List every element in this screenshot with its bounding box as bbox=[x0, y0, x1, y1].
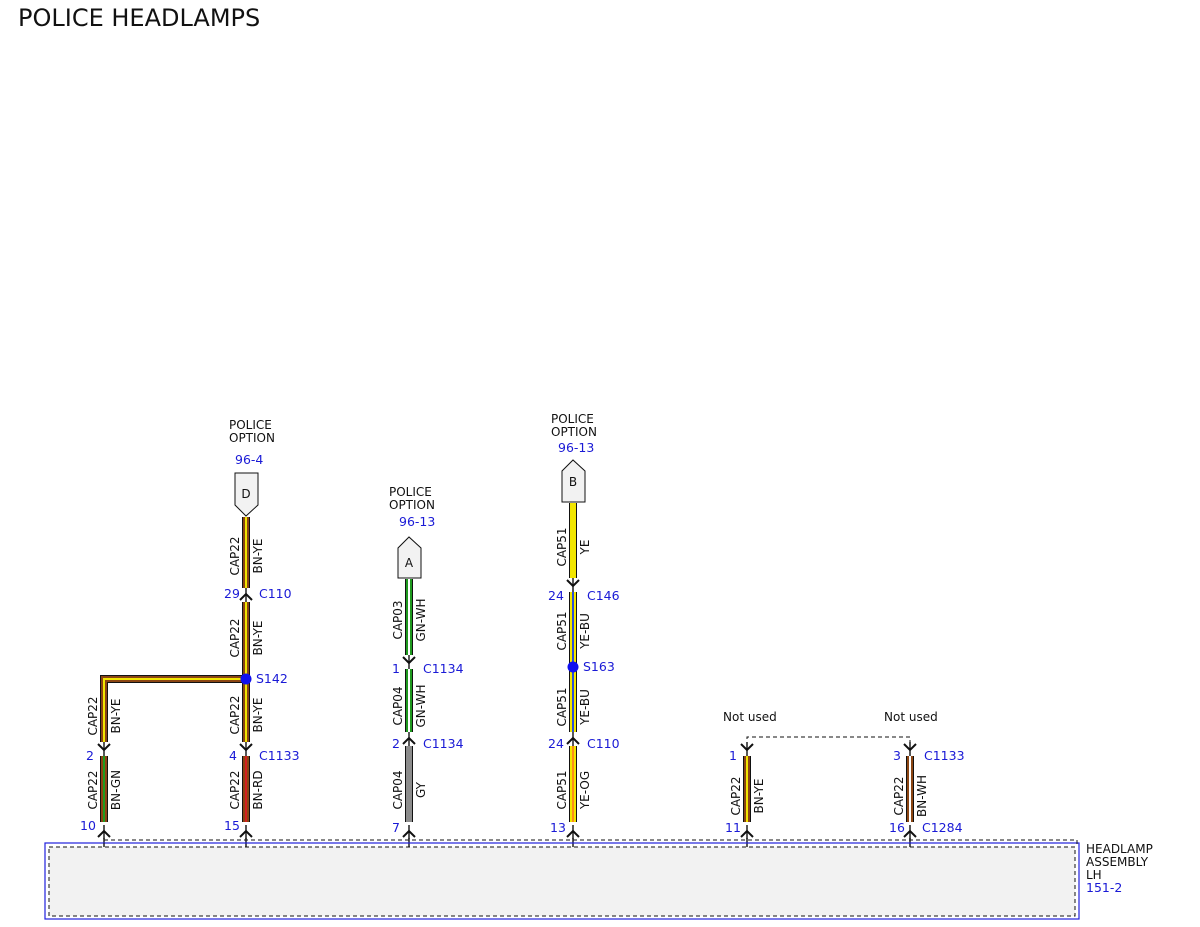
wire-circuit-label: CAP04 bbox=[391, 686, 405, 725]
wire-circuit-label: CAP51 bbox=[555, 611, 569, 650]
connector-pin: 24 bbox=[548, 736, 564, 751]
ref-d-line2: OPTION bbox=[229, 431, 275, 445]
ref-connector-a[interactable]: POLICE OPTION 96-13 A bbox=[389, 485, 435, 579]
splice-label[interactable]: S142 bbox=[256, 671, 288, 686]
not-used-link bbox=[746, 736, 911, 746]
splice-dot[interactable] bbox=[567, 661, 579, 673]
connector-pin: 2 bbox=[86, 748, 94, 763]
not-used-label: Not used bbox=[884, 710, 938, 724]
wire-circuit-label: CAP51 bbox=[555, 687, 569, 726]
connector-chevrons bbox=[97, 578, 917, 847]
wire-circuit-label: CAP22 bbox=[228, 770, 242, 809]
ref-a-line2: OPTION bbox=[389, 498, 435, 512]
wire-color-label: GN-WH bbox=[414, 598, 428, 641]
connector-pin: 24 bbox=[548, 588, 564, 603]
ref-b-line2: OPTION bbox=[551, 425, 597, 439]
headlamp-pin: 13 bbox=[550, 820, 566, 835]
wire-color-label: YE-BU bbox=[578, 613, 592, 650]
ref-a-shape bbox=[397, 536, 422, 579]
headlamp-pin-labels: 10 15 7 13 11 16 C1284 bbox=[80, 818, 963, 835]
connector-pin: 1 bbox=[392, 661, 400, 676]
wire-circuit-label: CAP22 bbox=[86, 696, 100, 735]
wire-circuit-label: CAP51 bbox=[555, 527, 569, 566]
wire-circuit-label: CAP03 bbox=[391, 600, 405, 639]
connector-name[interactable]: C1133 bbox=[259, 748, 300, 763]
ref-d-letter: D bbox=[241, 487, 250, 501]
headlamp-assembly[interactable]: HEADLAMP ASSEMBLY LH 151-2 bbox=[44, 839, 1153, 920]
connector-pin: 3 bbox=[893, 748, 901, 763]
wire-color-label: GN-WH bbox=[414, 684, 428, 727]
headlamp-pin: 7 bbox=[392, 820, 400, 835]
wire-color-label: BN-WH bbox=[915, 775, 929, 817]
wire-circuit-label: CAP22 bbox=[892, 776, 906, 815]
ref-connector-d[interactable]: POLICE OPTION 96-4 D bbox=[229, 418, 275, 517]
wire-color-label: YE-OG bbox=[578, 771, 592, 810]
wire-color-label: GY bbox=[414, 781, 428, 798]
ref-a-letter: A bbox=[405, 556, 414, 570]
connector-pin: 4 bbox=[229, 748, 237, 763]
wire-color-label: BN-RD bbox=[251, 770, 265, 809]
not-used-group: Not used Not used bbox=[723, 710, 938, 746]
component-page-ref[interactable]: 151-2 bbox=[1086, 880, 1122, 895]
splice-label[interactable]: S163 bbox=[583, 659, 615, 674]
component-dashed-top bbox=[103, 839, 1078, 847]
not-used-label: Not used bbox=[723, 710, 777, 724]
component-label-line3: LH bbox=[1086, 868, 1102, 882]
wire-circuit-label: CAP51 bbox=[555, 770, 569, 809]
connector-labels: 29 C110 4 C1133 2 1 C1134 2 C1134 24 C14… bbox=[86, 586, 965, 763]
headlamp-pin: 10 bbox=[80, 818, 96, 833]
wire-color-label: YE-BU bbox=[578, 689, 592, 726]
ref-d-shape bbox=[234, 472, 259, 517]
headlamp-pin: 11 bbox=[725, 820, 741, 835]
wires bbox=[100, 503, 914, 822]
wire-circuit-label: CAP22 bbox=[228, 695, 242, 734]
ref-b-line1: POLICE bbox=[551, 412, 594, 426]
connector-pin: 1 bbox=[729, 748, 737, 763]
headlamp-connector-name[interactable]: C1284 bbox=[922, 820, 963, 835]
ref-b-letter: B bbox=[569, 475, 577, 489]
wire-circuit-label: CAP22 bbox=[86, 770, 100, 809]
wire-outline bbox=[100, 675, 246, 742]
wire-color-label: YE bbox=[578, 540, 592, 556]
headlamp-pin: 15 bbox=[224, 818, 240, 833]
headlamp-pin: 16 bbox=[889, 820, 905, 835]
ref-b-page[interactable]: 96-13 bbox=[558, 440, 594, 455]
connector-name[interactable]: C110 bbox=[259, 586, 292, 601]
ref-a-page[interactable]: 96-13 bbox=[399, 514, 435, 529]
connector-name[interactable]: C110 bbox=[587, 736, 620, 751]
ref-a-line1: POLICE bbox=[389, 485, 432, 499]
connector-name[interactable]: C1134 bbox=[423, 661, 464, 676]
component-label-line1: HEADLAMP bbox=[1086, 842, 1153, 856]
wire-color-label: BN-YE bbox=[109, 698, 123, 733]
ref-b-shape bbox=[561, 459, 586, 503]
wire-color-label: BN-GN bbox=[109, 770, 123, 810]
wire-labels: CAP22 BN-YE CAP22 BN-YE CAP22 BN-YE CAP2… bbox=[86, 527, 929, 817]
wire-circuit-label: CAP04 bbox=[391, 770, 405, 809]
wire-color-label: BN-YE bbox=[251, 697, 265, 732]
wire-circuit-label: CAP22 bbox=[729, 776, 743, 815]
ref-d-line1: POLICE bbox=[229, 418, 272, 432]
ref-d-page[interactable]: 96-4 bbox=[235, 452, 263, 467]
ref-connector-b[interactable]: POLICE OPTION 96-13 B bbox=[551, 412, 597, 503]
wire-segment[interactable] bbox=[101, 676, 246, 742]
wire-circuit-label: CAP22 bbox=[228, 536, 242, 575]
wire-color-label: BN-YE bbox=[251, 620, 265, 655]
connector-pin: 2 bbox=[392, 736, 400, 751]
connector-name[interactable]: C1133 bbox=[924, 748, 965, 763]
page-title: POLICE HEADLAMPS bbox=[18, 4, 260, 32]
component-body bbox=[48, 846, 1076, 917]
wire-color-label: BN-YE bbox=[752, 778, 766, 813]
connector-name[interactable]: C146 bbox=[587, 588, 620, 603]
connector-name[interactable]: C1134 bbox=[423, 736, 464, 751]
splices: S142 S163 bbox=[240, 659, 615, 686]
splice-dot[interactable] bbox=[240, 673, 252, 685]
wire-stripe bbox=[103, 678, 246, 742]
component-outline bbox=[44, 842, 1080, 920]
wire-circuit-label: CAP22 bbox=[228, 618, 242, 657]
wire-color-label: BN-YE bbox=[251, 538, 265, 573]
component-label-line2: ASSEMBLY bbox=[1086, 855, 1149, 869]
connector-pin: 29 bbox=[224, 586, 240, 601]
